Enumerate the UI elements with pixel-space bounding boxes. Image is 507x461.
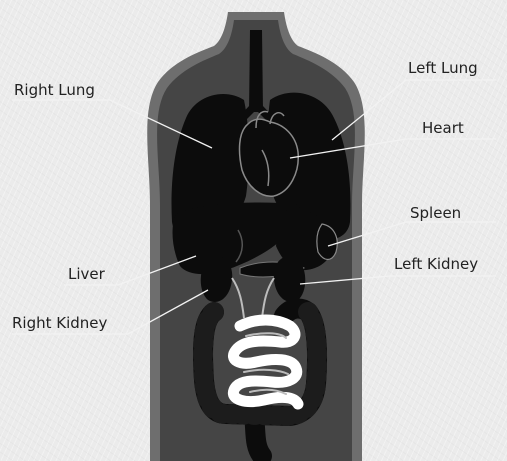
label-left-kidney: Left Kidney	[394, 255, 478, 273]
label-right-lung: Right Lung	[14, 81, 95, 99]
label-right-kidney: Right Kidney	[12, 314, 107, 332]
label-spleen: Spleen	[410, 204, 461, 222]
label-left-lung: Left Lung	[408, 59, 478, 77]
trachea	[249, 30, 263, 112]
label-heart: Heart	[422, 119, 464, 137]
label-liver: Liver	[68, 265, 105, 283]
